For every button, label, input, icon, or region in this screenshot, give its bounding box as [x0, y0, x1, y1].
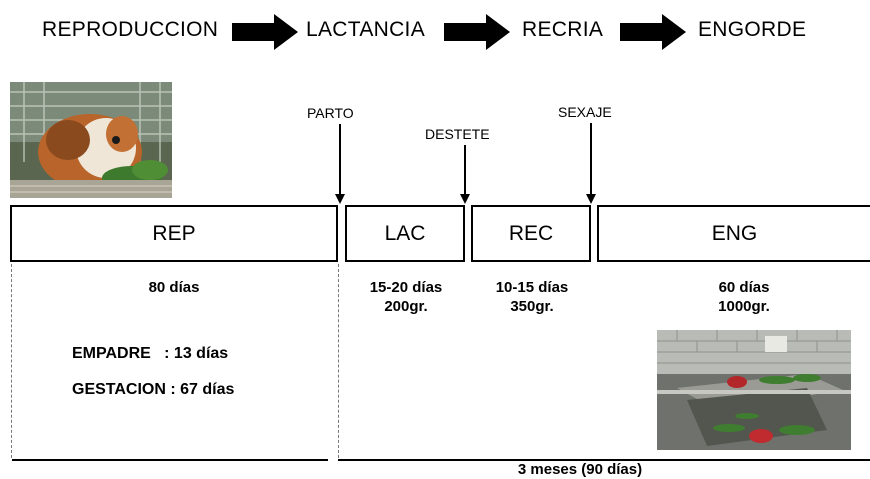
down-arrow-icon [586, 194, 596, 204]
phase-code: REC [508, 221, 554, 245]
total-bottom-line [338, 459, 870, 461]
phase-box-rec: REC [471, 205, 591, 262]
lac-duration: 15-20 días [369, 279, 443, 296]
rec-duration: 10-15 días [495, 279, 569, 296]
empadre-detail: EMPADRE : 13 días [72, 345, 229, 362]
stage-lactancia: LACTANCIA [306, 18, 425, 41]
stage-engorde: ENGORDE [698, 18, 807, 41]
stage-recria: RECRIA [522, 18, 604, 41]
phase-box-eng: ENG [597, 205, 870, 262]
rep-bottom-line [12, 459, 328, 461]
phase-code: ENG [711, 221, 758, 245]
destete-marker-line [464, 145, 466, 196]
down-arrow-icon [335, 194, 345, 204]
parto-marker-line [339, 124, 341, 196]
lac-weight: 200gr. [384, 298, 428, 315]
phase-box-rep: REP [10, 205, 338, 262]
rep-dashed-left [11, 264, 12, 458]
rep-dashed-right [338, 264, 339, 458]
eng-weight: 1000gr. [718, 298, 770, 315]
eng-duration: 60 días [718, 279, 770, 296]
cage-feeding-photo [657, 330, 851, 450]
right-arrow-icon [444, 14, 510, 50]
event-destete: DESTETE [425, 126, 490, 142]
rep-duration: 80 días [148, 279, 200, 296]
event-parto: PARTO [307, 105, 354, 121]
guinea-pig-photo [10, 82, 172, 198]
phase-box-lac: LAC [345, 205, 465, 262]
stage-reproduccion: REPRODUCCION [42, 18, 219, 41]
phase-code: LAC [384, 221, 426, 245]
down-arrow-icon [460, 194, 470, 204]
gestacion-detail: GESTACION : 67 días [72, 381, 235, 398]
right-arrow-icon [620, 14, 686, 50]
total-duration: 3 meses (90 días) [517, 461, 643, 478]
phase-code: REP [152, 221, 196, 245]
event-sexaje: SEXAJE [558, 104, 612, 120]
right-arrow-icon [232, 14, 298, 50]
rec-weight: 350gr. [510, 298, 554, 315]
sexaje-marker-line [590, 123, 592, 196]
